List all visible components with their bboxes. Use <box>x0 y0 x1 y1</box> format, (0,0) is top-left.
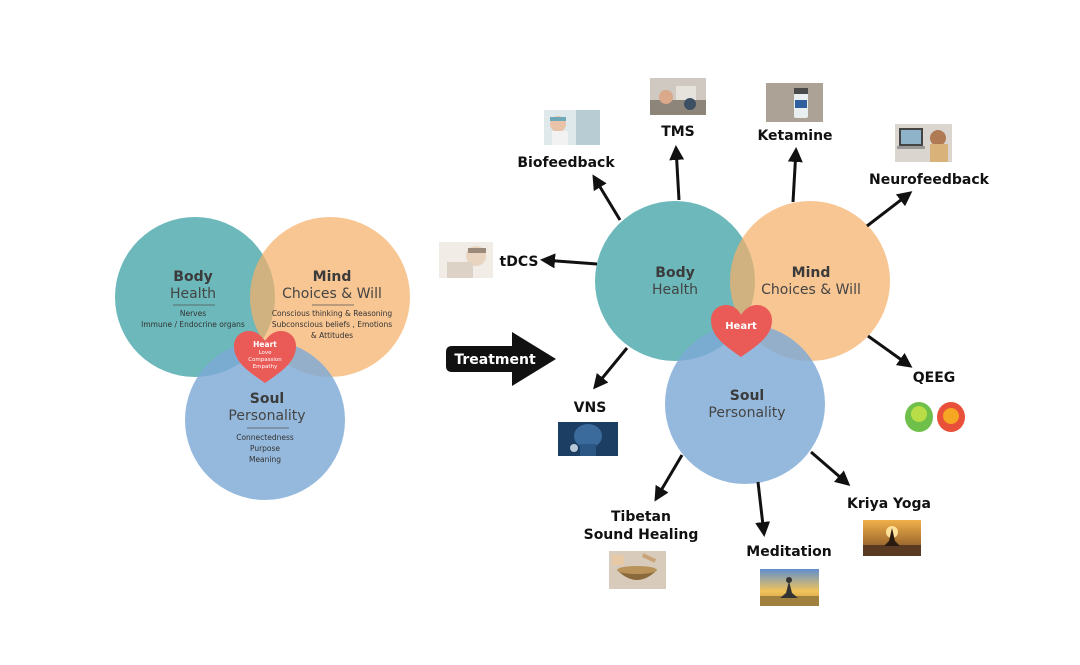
biofeedback-photo-icon <box>544 110 600 145</box>
vns-photo-icon <box>558 422 618 456</box>
tms-photo-icon <box>650 78 706 115</box>
right-mind-subtitle: Choices & Will <box>761 282 861 298</box>
arrow-tms <box>669 145 685 201</box>
arrow-tdcs <box>540 253 598 269</box>
ketamine-vial-photo-icon <box>766 83 823 122</box>
treatment-label: Treatment <box>454 352 536 368</box>
left-body-detail-1: Nerves <box>180 309 206 318</box>
right-body-subtitle: Health <box>652 282 698 298</box>
label-neurofeedback: Neurofeedback <box>869 172 990 188</box>
arrow-vns <box>593 347 629 390</box>
left-body-detail-2: Immune / Endocrine organs <box>141 320 245 329</box>
right-soul-title: Soul <box>730 388 764 404</box>
treatment-arrow: Treatment <box>446 332 556 386</box>
neurofeedback-photo-icon <box>895 124 952 162</box>
qeeg-brain-map-icon <box>900 398 972 434</box>
left-soul-detail-2: Purpose <box>250 444 280 453</box>
arrow-kriya-yoga <box>810 450 851 486</box>
right-heart-icon: Heart <box>711 305 772 357</box>
left-mind-detail-3: & Attitudes <box>311 331 353 340</box>
left-heart-detail-2: Compassion <box>248 357 282 363</box>
arrow-ketamine <box>787 147 803 203</box>
left-body-title: Body <box>173 269 212 285</box>
label-tibetan-1: Tibetan <box>611 509 671 525</box>
left-venn: Body Health Nerves Immune / Endocrine or… <box>115 217 410 500</box>
left-heart-detail-3: Empathy <box>253 364 278 370</box>
left-mind-detail-2: Subconscious beliefs , Emotions <box>272 320 392 329</box>
left-heart-title: Heart <box>253 340 277 349</box>
label-vns: VNS <box>574 400 607 416</box>
right-mind-title: Mind <box>792 265 831 281</box>
kriya-yoga-photo-icon <box>863 520 921 556</box>
arrow-qeeg <box>867 334 913 368</box>
right-body-title: Body <box>655 265 694 281</box>
left-heart-icon: Heart Love Compassion Empathy <box>234 331 296 383</box>
treatment-labels: Biofeedback TMS Ketamine Neurofeedback t… <box>500 124 990 560</box>
arrow-meditation <box>755 481 771 537</box>
right-soul-circle <box>665 324 825 484</box>
treatment-arrows <box>540 145 913 537</box>
left-soul-subtitle: Personality <box>228 408 305 424</box>
left-body-subtitle: Health <box>170 286 216 302</box>
label-tdcs: tDCS <box>500 254 539 270</box>
left-soul-title: Soul <box>250 391 284 407</box>
left-soul-detail-1: Connectedness <box>236 433 294 442</box>
right-heart-title: Heart <box>725 321 757 332</box>
left-body-circle <box>115 217 275 377</box>
arrow-neurofeedback <box>866 191 913 228</box>
label-tibetan-2: Sound Healing <box>584 527 699 543</box>
left-soul-detail-3: Meaning <box>249 455 281 464</box>
label-biofeedback: Biofeedback <box>517 155 615 171</box>
left-heart-detail-1: Love <box>259 350 273 356</box>
singing-bowl-photo-icon <box>609 551 666 589</box>
left-mind-detail-1: Conscious thinking & Reasoning <box>272 309 393 318</box>
right-venn: Body Health Mind Choices & Will Soul Per… <box>595 201 890 484</box>
tdcs-photo-icon <box>439 242 493 278</box>
meditation-photo-icon <box>760 569 819 606</box>
label-kriya-yoga: Kriya Yoga <box>847 496 931 512</box>
arrow-tibetan <box>654 454 684 502</box>
left-soul-circle <box>185 340 345 500</box>
label-tms: TMS <box>661 124 695 140</box>
label-qeeg: QEEG <box>913 370 956 386</box>
left-mind-title: Mind <box>313 269 352 285</box>
label-ketamine: Ketamine <box>757 128 832 144</box>
left-mind-subtitle: Choices & Will <box>282 286 382 302</box>
right-soul-subtitle: Personality <box>708 405 785 421</box>
label-meditation: Meditation <box>746 544 831 560</box>
arrow-biofeedback <box>592 174 622 221</box>
